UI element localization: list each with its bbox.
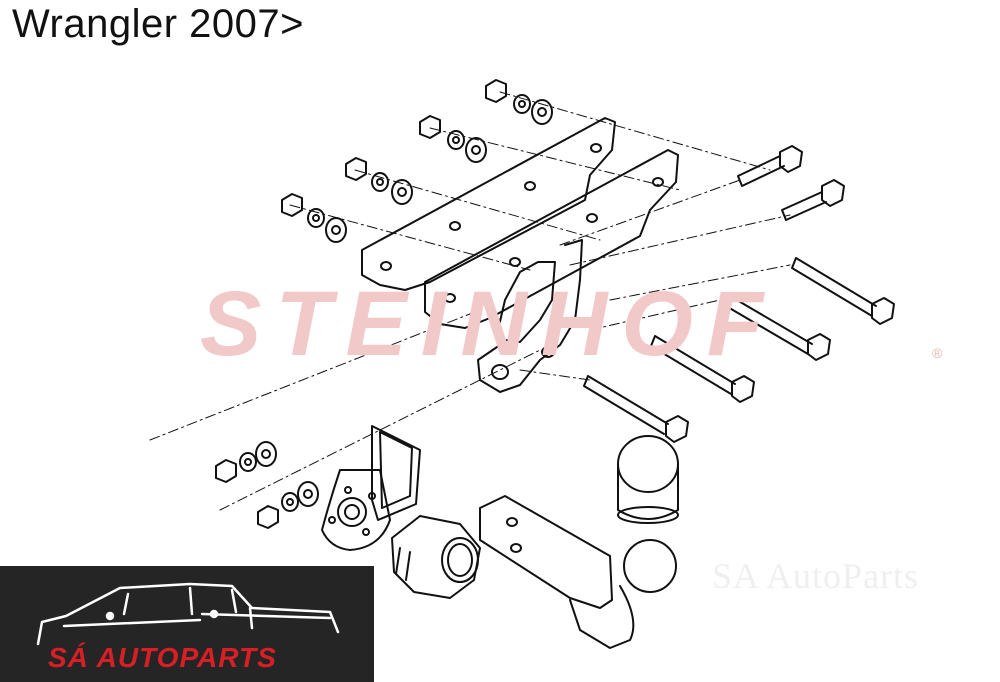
tow-ball-neck [479, 495, 677, 649]
nut-washer-stack-2 [419, 115, 487, 163]
bolt-3 [791, 257, 895, 325]
electric-socket [391, 515, 481, 599]
drop-bracket [477, 239, 583, 393]
bolt-5 [650, 335, 755, 403]
mounting-plate-rear [361, 117, 616, 291]
nut-washer-stack-5 [215, 441, 277, 483]
nut-washer-stack-6 [257, 481, 319, 529]
socket-mounting-plate [321, 425, 421, 551]
sa-autoparts-logo: SÁ AUTOPARTS [0, 566, 374, 682]
nut-washer-stack-4 [281, 193, 347, 243]
registered-mark: ® [932, 345, 943, 361]
nut-washer-stack-1 [485, 79, 553, 125]
nut-washer-stack-3 [345, 157, 413, 205]
steinhof-watermark: STEINHOF [200, 273, 778, 375]
bolt-4 [725, 295, 831, 361]
bolt-6 [583, 375, 689, 443]
logo-text: SÁ AUTOPARTS [48, 642, 277, 673]
mounting-plate-front [424, 149, 679, 329]
tow-ball-cover [617, 435, 679, 524]
page-title: Wrangler 2007> [12, 2, 304, 46]
car-silhouette-icon [36, 582, 340, 646]
bolt-2 [781, 179, 845, 221]
faint-watermark-text: SA AutoParts [712, 556, 920, 596]
bolt-1 [737, 145, 803, 187]
